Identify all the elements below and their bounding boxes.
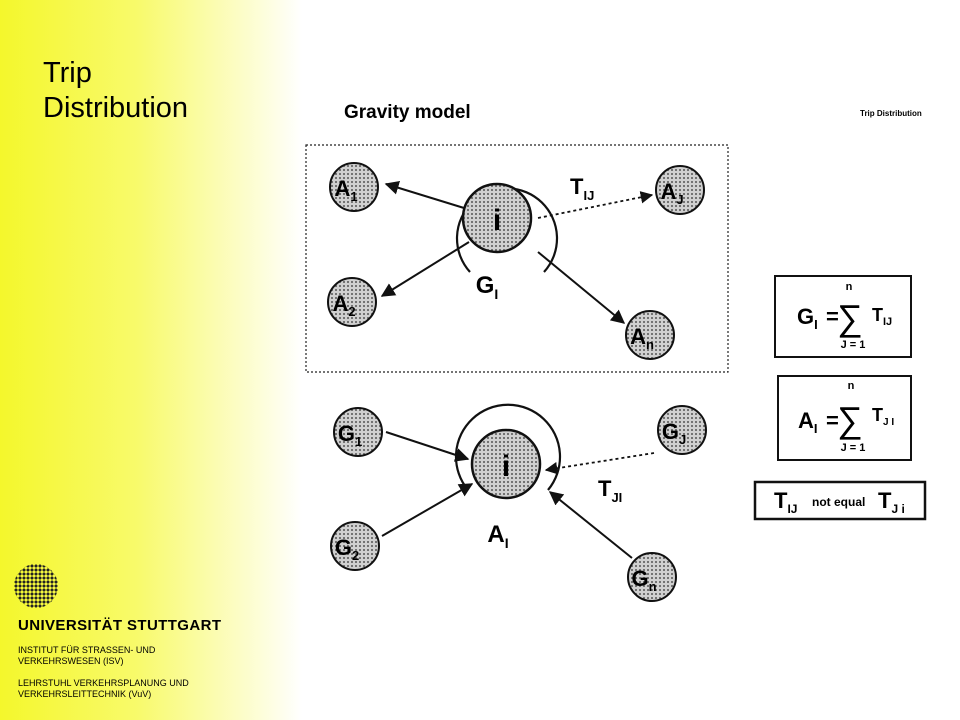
institute-line2: VERKEHRSWESEN (ISV) <box>18 656 124 666</box>
chair-line1: LEHRSTUHL VERKEHRSPLANUNG UND <box>18 678 189 688</box>
top-ring-label: GI <box>476 272 499 302</box>
arrow-to-an <box>537 251 626 324</box>
chair-line2: VERKEHRSLEITTECHNIK (VuV) <box>18 689 152 699</box>
top-node-a1: A1 <box>329 162 379 212</box>
formula-2-lhs: AI <box>798 408 818 436</box>
svg-text:∑: ∑ <box>837 399 863 440</box>
formula-3-left: TIJ <box>774 488 797 516</box>
svg-text:J = 1: J = 1 <box>841 339 866 351</box>
bottom-node-gn-label: Gn <box>631 566 656 594</box>
bottom-node-g1-label: G1 <box>338 421 362 449</box>
formula-box-production: n GI = ∑ TIJ J = 1 <box>774 275 912 358</box>
svg-text:J = 1: J = 1 <box>841 442 866 454</box>
bottom-node-gn: Gn <box>627 552 677 602</box>
university-logo-icon <box>14 564 58 608</box>
top-node-a2: A2 <box>327 277 377 327</box>
arrow-from-gn <box>548 491 633 559</box>
bottom-ring-sub: I <box>505 535 509 551</box>
university-name: UNIVERSITÄT STUTTGART <box>18 617 222 634</box>
chair-name: LEHRSTUHL VERKEHRSPLANUNG UND VERKEHRSLE… <box>18 678 268 700</box>
bottom-node-g1: G1 <box>333 407 383 457</box>
formula-1-term: TIJ <box>872 305 892 328</box>
institute-name: INSTITUT FÜR STRASSEN- UND VERKEHRSWESEN… <box>18 645 268 667</box>
top-node-aj: AJ <box>655 165 705 215</box>
bottom-ring-label: AI <box>487 521 508 551</box>
bottom-node-g2-label: G2 <box>335 535 359 563</box>
formula-2-term: TJ I <box>872 405 894 428</box>
arrow-from-g2 <box>381 483 474 537</box>
svg-text:=: = <box>826 304 839 329</box>
svg-text:not equal: not equal <box>812 495 865 509</box>
svg-text:n: n <box>846 281 853 293</box>
top-center-label: i <box>493 204 501 237</box>
slide-title: Trip Distribution <box>43 56 188 126</box>
arrow-to-aj <box>537 191 654 219</box>
gravity-model-figure: Gravity model Trip Distribution i GI A1 … <box>305 102 927 602</box>
top-node-an: An <box>625 310 675 360</box>
top-flow-label: TIJ <box>570 174 594 203</box>
slide-title-line1: Trip <box>43 57 92 89</box>
bottom-node-gj: GJ <box>657 405 707 455</box>
top-node-a1-label: A1 <box>334 176 357 204</box>
slide-title-line2: Distribution <box>43 92 189 124</box>
bottom-ring-letter: A <box>487 521 504 548</box>
formula-box-inequality: TIJ not equal TJ i <box>753 480 927 521</box>
bottom-center-node <box>470 428 542 500</box>
arrow-to-a2 <box>380 241 470 297</box>
top-center-node <box>461 182 533 254</box>
arrow-to-a1 <box>384 181 465 209</box>
bottom-flow-label: TJI <box>598 476 622 505</box>
institute-line1: INSTITUT FÜR STRASSEN- UND <box>18 645 156 655</box>
bottom-center-label: i <box>502 450 510 483</box>
figure-heading: Gravity model <box>344 102 471 123</box>
arrow-from-gj <box>544 452 655 475</box>
svg-text:n: n <box>848 380 855 392</box>
formula-1-lhs: GI <box>797 304 818 332</box>
svg-text:∑: ∑ <box>837 297 863 338</box>
top-node-an-label: An <box>630 324 654 352</box>
arrow-from-g1 <box>385 431 470 462</box>
bottom-node-g2: G2 <box>330 521 380 571</box>
top-panel-border <box>305 144 729 373</box>
top-node-aj-label: AJ <box>660 179 683 207</box>
svg-text:=: = <box>826 408 839 433</box>
top-ring-sub: I <box>494 286 498 302</box>
top-node-a2-label: A2 <box>332 291 355 319</box>
formula-3-right: TJ i <box>878 488 905 516</box>
bottom-node-gj-label: GJ <box>662 419 686 447</box>
figure-corner-label: Trip Distribution <box>860 109 922 118</box>
formula-box-attraction: n AI = ∑ TJ I J = 1 <box>777 375 912 461</box>
top-ring-letter: G <box>476 272 495 299</box>
